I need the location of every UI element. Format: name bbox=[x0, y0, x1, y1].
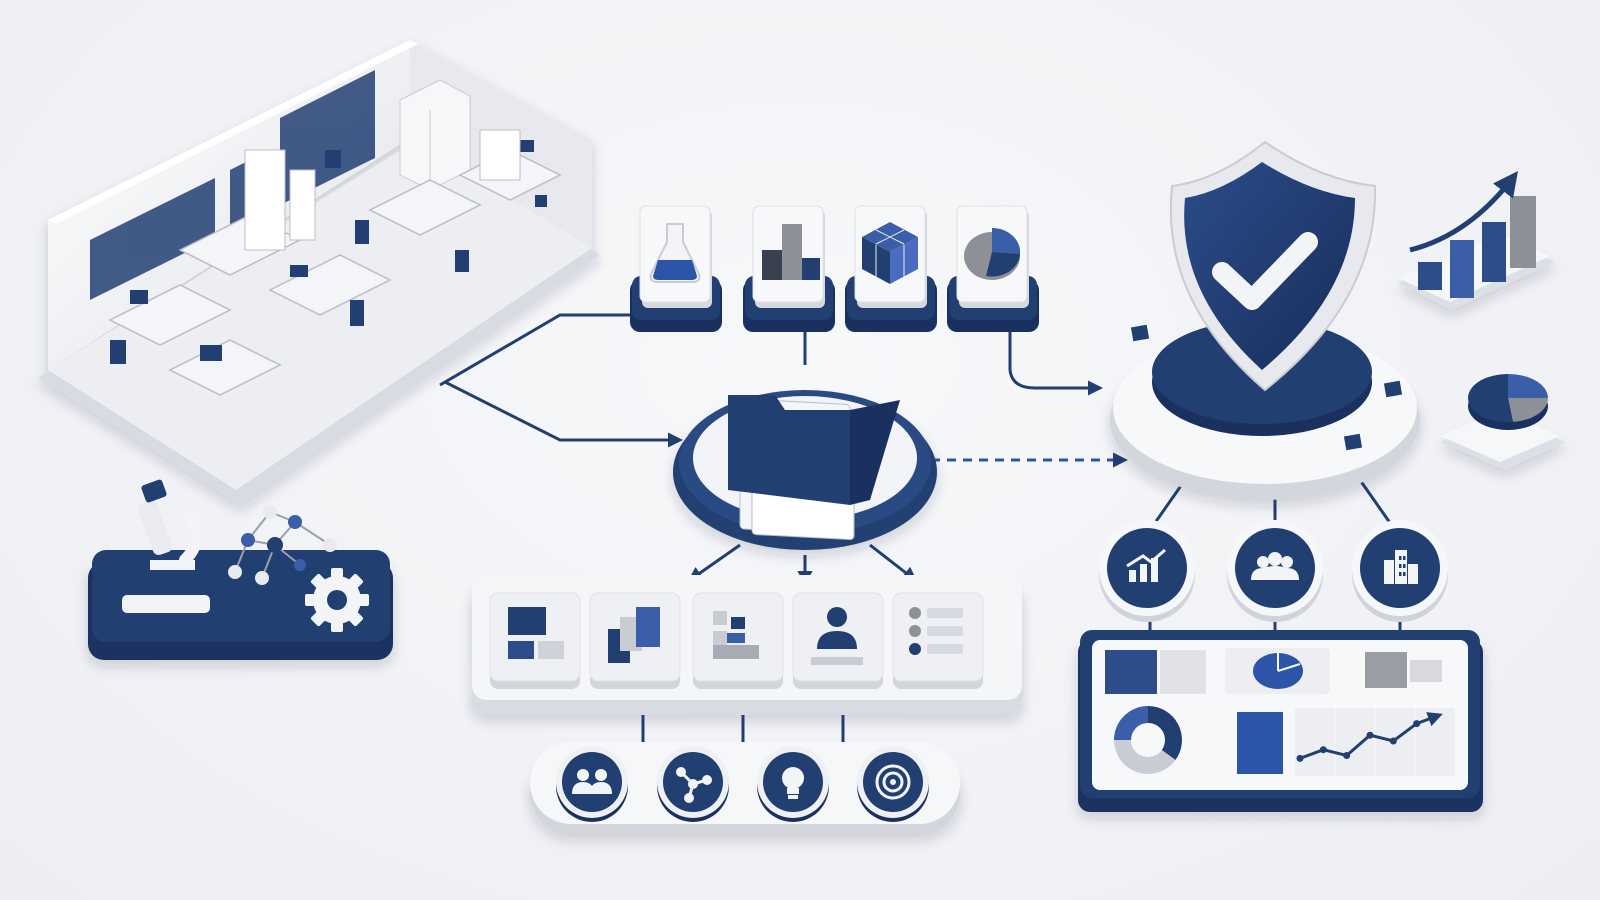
target-circle[interactable] bbox=[857, 746, 929, 822]
dashboard-panel bbox=[1078, 630, 1483, 812]
profile-card[interactable] bbox=[792, 592, 884, 689]
list-card[interactable] bbox=[892, 592, 984, 689]
tiles-to-shield-connector bbox=[1008, 330, 1103, 396]
blocks-tile[interactable] bbox=[743, 205, 835, 332]
outcome-pill bbox=[530, 742, 960, 834]
people-circle[interactable] bbox=[1227, 520, 1323, 622]
hub-to-module-arrow-right bbox=[869, 543, 918, 582]
pie-tile[interactable] bbox=[947, 205, 1039, 332]
hub-to-module-arrow-left bbox=[687, 543, 741, 582]
flask-tile[interactable] bbox=[630, 205, 722, 332]
governance-circles bbox=[1099, 520, 1448, 622]
lab-furniture bbox=[108, 79, 562, 396]
hierarchy-card[interactable] bbox=[692, 592, 784, 689]
steps-card[interactable] bbox=[589, 592, 681, 689]
pie-widget bbox=[1440, 374, 1565, 470]
team-circle[interactable] bbox=[556, 746, 628, 822]
idea-circle[interactable] bbox=[757, 746, 829, 822]
input-tiles-row bbox=[630, 205, 1039, 332]
research-tools-platform bbox=[88, 479, 393, 660]
network-circle[interactable] bbox=[657, 746, 729, 822]
lab-to-tiles-connector bbox=[439, 313, 640, 387]
security-platform[interactable] bbox=[1110, 140, 1420, 500]
growth-bar-chart-widget bbox=[1398, 171, 1555, 310]
central-hub[interactable] bbox=[673, 390, 937, 550]
growth-circle[interactable] bbox=[1099, 520, 1195, 622]
cube-tile[interactable] bbox=[845, 205, 937, 332]
layout-card[interactable] bbox=[489, 592, 581, 689]
module-cards-panel bbox=[472, 575, 1022, 715]
lab-to-hub-connector bbox=[444, 380, 683, 448]
building-circle[interactable] bbox=[1352, 520, 1448, 622]
